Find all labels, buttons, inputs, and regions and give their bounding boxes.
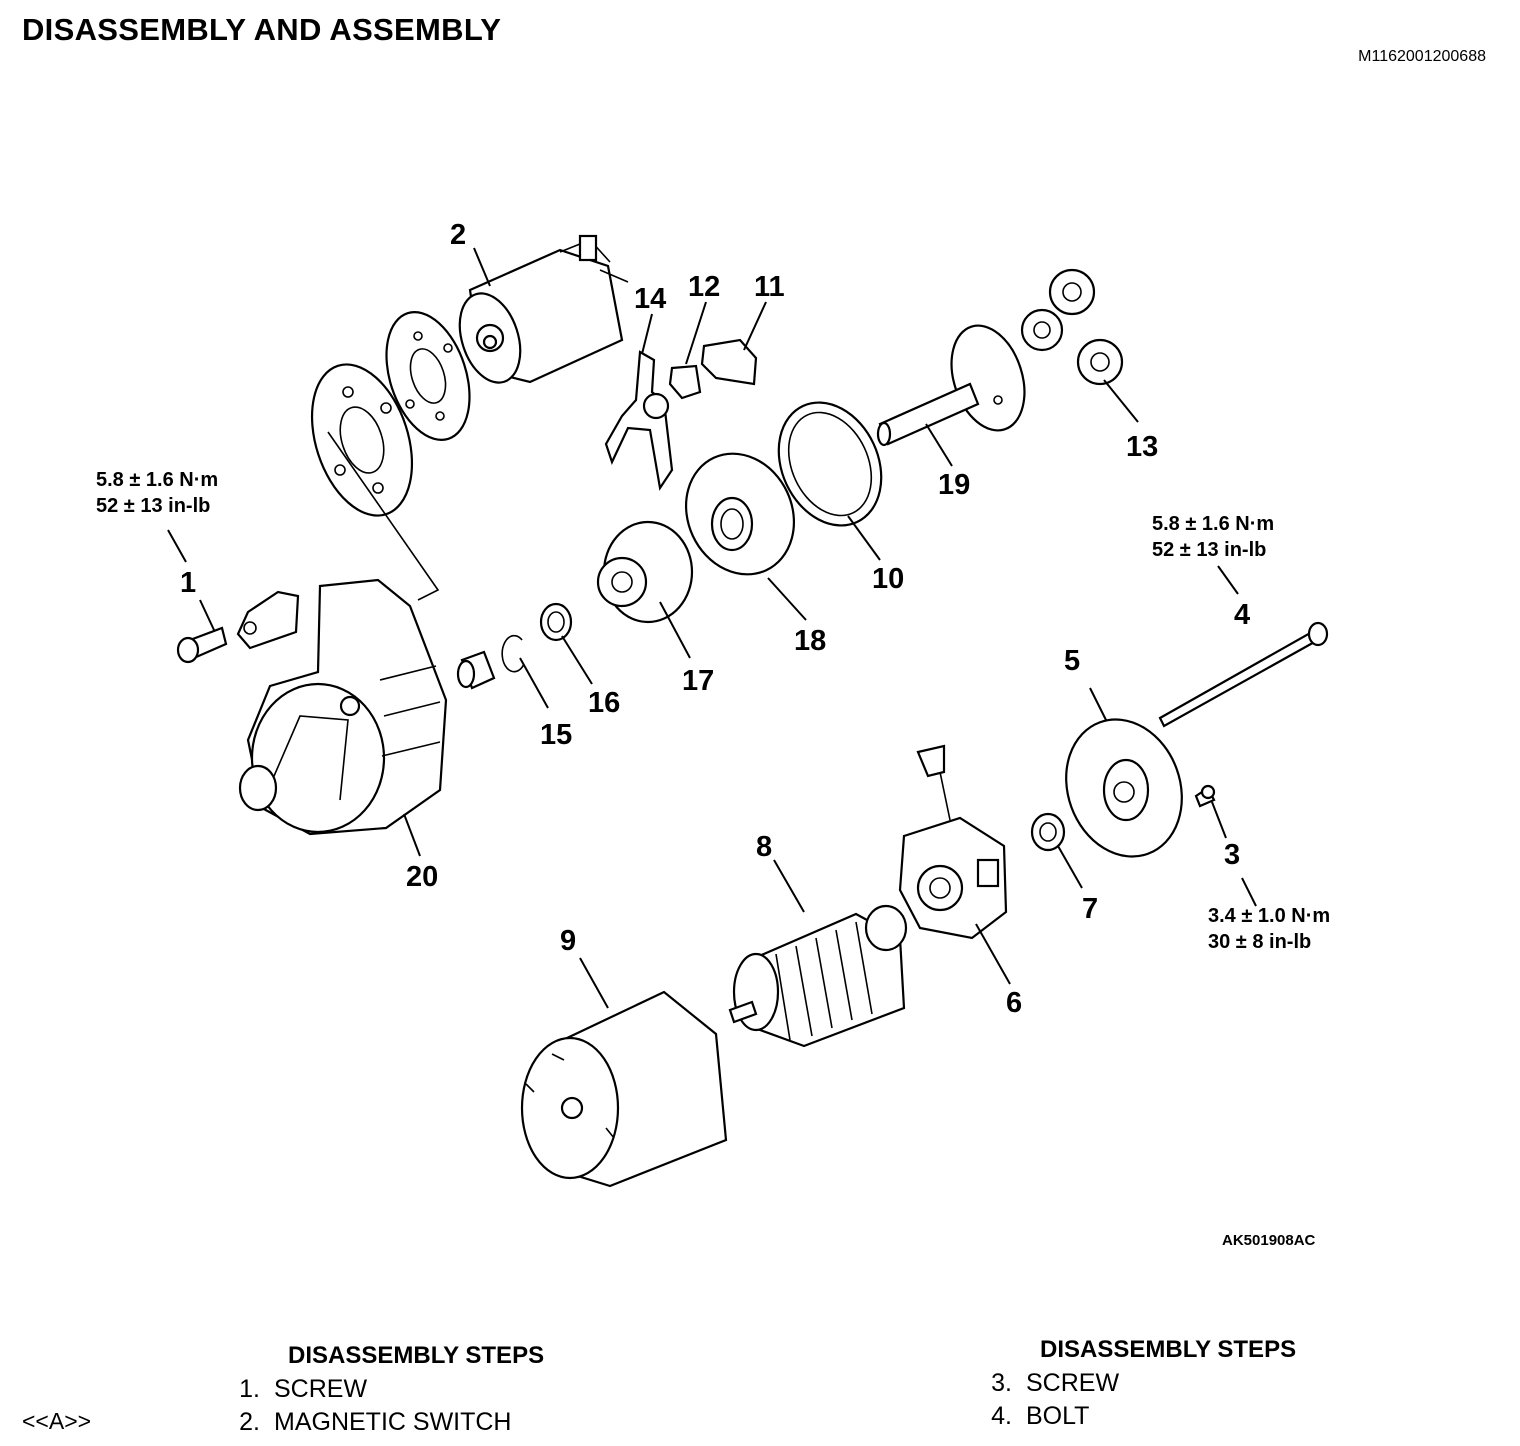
callout-6: 6 — [1006, 987, 1022, 1019]
callout-13: 13 — [1126, 431, 1158, 463]
collar — [456, 650, 496, 690]
callout-2: 2 — [450, 219, 466, 251]
callout-12: 12 — [688, 271, 720, 303]
torque-screw-3-inlb: 30 ± 8 in-lb — [1208, 931, 1311, 953]
callout-3: 3 — [1224, 839, 1240, 871]
callout-5: 5 — [1064, 645, 1080, 677]
step-number: 4. — [991, 1402, 1012, 1430]
step-item: 1. SCREW — [214, 1375, 367, 1404]
overrunning-clutch — [596, 520, 694, 624]
internal-gear — [777, 401, 883, 527]
gear-holder-shaft — [876, 324, 1026, 447]
callout-7: 7 — [1082, 893, 1098, 925]
armature — [728, 904, 908, 1048]
rear-bracket — [1065, 718, 1183, 858]
screw-3-part — [1194, 784, 1216, 808]
torque-bolt-4-inlb: 52 ± 13 in-lb — [1152, 539, 1266, 561]
steps-left-heading: DISASSEMBLY STEPS — [288, 1342, 545, 1369]
callout-20: 20 — [406, 861, 438, 893]
callout-15: 15 — [540, 719, 572, 751]
steps-right-heading: DISASSEMBLY STEPS — [1040, 1336, 1297, 1363]
callout-10: 10 — [872, 563, 904, 595]
callout-9: 9 — [560, 925, 576, 957]
planetary-gears — [1020, 268, 1124, 386]
magnetic-switch-part — [458, 234, 629, 384]
front-bracket — [238, 578, 448, 836]
torque-screw-3-nm: 3.4 ± 1.0 N·m — [1208, 905, 1330, 927]
gasket-plate-1 — [310, 363, 414, 517]
assembly-line — [327, 431, 440, 601]
callout-17: 17 — [682, 665, 714, 697]
bushing — [1030, 812, 1066, 852]
housing-part — [684, 452, 796, 576]
page-title: DISASSEMBLY AND ASSEMBLY — [22, 12, 502, 47]
lever-part — [604, 350, 674, 491]
step-item: 3. SCREW — [966, 1369, 1119, 1398]
plate-part — [700, 338, 758, 386]
callout-4: 4 — [1234, 599, 1250, 631]
step-label: MAGNETIC SWITCH — [274, 1408, 512, 1436]
gasket-plate-2 — [385, 311, 471, 441]
torque-bolt-4-nm: 5.8 ± 1.6 N·m — [1152, 513, 1274, 535]
callout-1: 1 — [180, 567, 196, 599]
step-label: BOLT — [1026, 1402, 1090, 1430]
screw-1-part — [176, 626, 228, 664]
yoke — [520, 990, 728, 1188]
leader-lines — [167, 247, 1257, 1009]
torque-screw-1-inlb: 52 ± 13 in-lb — [96, 495, 210, 517]
callout-19: 19 — [938, 469, 970, 501]
callout-14: 14 — [634, 283, 666, 315]
bracket-part — [236, 590, 300, 650]
document-id: M1162001200688 — [1358, 48, 1486, 65]
callout-8: 8 — [756, 831, 772, 863]
through-bolt — [1158, 621, 1329, 728]
step-item: 4. BOLT — [966, 1402, 1089, 1431]
step-number: 3. — [991, 1369, 1012, 1397]
torque-screw-1-nm: 5.8 ± 1.6 N·m — [96, 469, 218, 491]
figure-id: AK501908AC — [1222, 1232, 1316, 1249]
packing-part — [668, 364, 702, 400]
step-label: SCREW — [1026, 1369, 1120, 1397]
brush-holder — [898, 744, 1008, 940]
callout-16: 16 — [588, 687, 620, 719]
step-marker: <<A>> — [22, 1408, 92, 1434]
callout-18: 18 — [794, 625, 826, 657]
step-number: 2. — [239, 1408, 260, 1436]
step-label: SCREW — [274, 1375, 368, 1403]
step-item: 2. MAGNETIC SWITCH — [214, 1408, 512, 1437]
step-number: 1. — [239, 1375, 260, 1403]
stop-ring — [539, 602, 573, 642]
snap-ring — [501, 634, 525, 673]
callout-11: 11 — [754, 271, 785, 303]
